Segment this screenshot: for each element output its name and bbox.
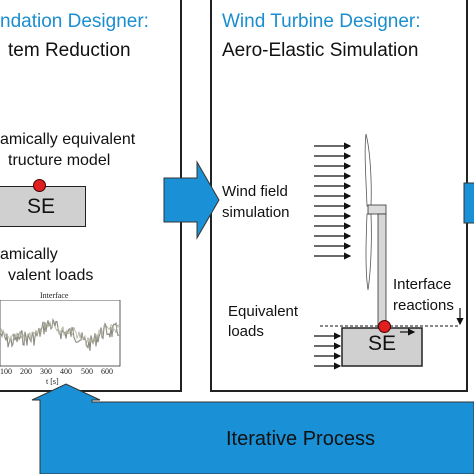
turbine-blade-lower <box>365 213 372 291</box>
left-se-box: SE <box>0 186 86 227</box>
turbine-tower <box>377 213 387 329</box>
turbine-blade-upper <box>364 133 372 207</box>
right-edge-arrow <box>463 182 474 224</box>
plot-title: Interface <box>40 291 69 300</box>
model-text-line2: tructure model <box>8 152 111 169</box>
plot-tick-600: 600 <box>101 367 113 376</box>
iterative-process-label: Iterative Process <box>226 428 375 450</box>
loads-text-line1: amically <box>0 246 58 263</box>
left-se-label: SE <box>26 194 55 218</box>
turbine-nacelle <box>367 204 387 215</box>
left-interface-node <box>33 179 46 192</box>
plot-tick-200: 200 <box>20 367 32 376</box>
turbine-figure <box>314 133 464 370</box>
wind-text-line1: Wind field <box>222 183 288 200</box>
right-panel-subheading: Aero-Elastic Simulation <box>222 40 419 61</box>
right-se-label: SE <box>367 332 396 355</box>
iterative-process-arrow <box>31 383 474 474</box>
interface-reaction-arrows <box>400 308 464 336</box>
loads-text-line2: valent loads <box>8 267 94 284</box>
right-interface-node <box>378 320 391 333</box>
plot-tick-300: 300 <box>40 367 52 376</box>
equivalent-load-arrows <box>314 332 342 370</box>
plot-xlabel: t [s] <box>46 377 59 386</box>
left-panel-heading: ndation Designer: <box>0 11 149 32</box>
model-text-line1: amically equivalent <box>0 131 136 148</box>
plot-tick-100: 100 <box>0 367 12 376</box>
right-panel-heading: Wind Turbine Designer: <box>222 11 421 32</box>
wind-text-line2: simulation <box>222 204 290 221</box>
wind-field-arrows <box>314 142 352 260</box>
interface-signal-plot <box>0 300 121 367</box>
interface-text-line1: Interface <box>393 276 452 293</box>
left-panel-subheading: tem Reduction <box>8 40 131 61</box>
plot-tick-400: 400 <box>60 367 72 376</box>
forward-arrow <box>163 160 220 240</box>
plot-tick-500: 500 <box>81 367 93 376</box>
equivalent-loads-line2: loads <box>228 323 264 340</box>
equivalent-loads-line1: Equivalent <box>228 303 299 320</box>
interface-text-line2: reactions <box>393 297 454 314</box>
